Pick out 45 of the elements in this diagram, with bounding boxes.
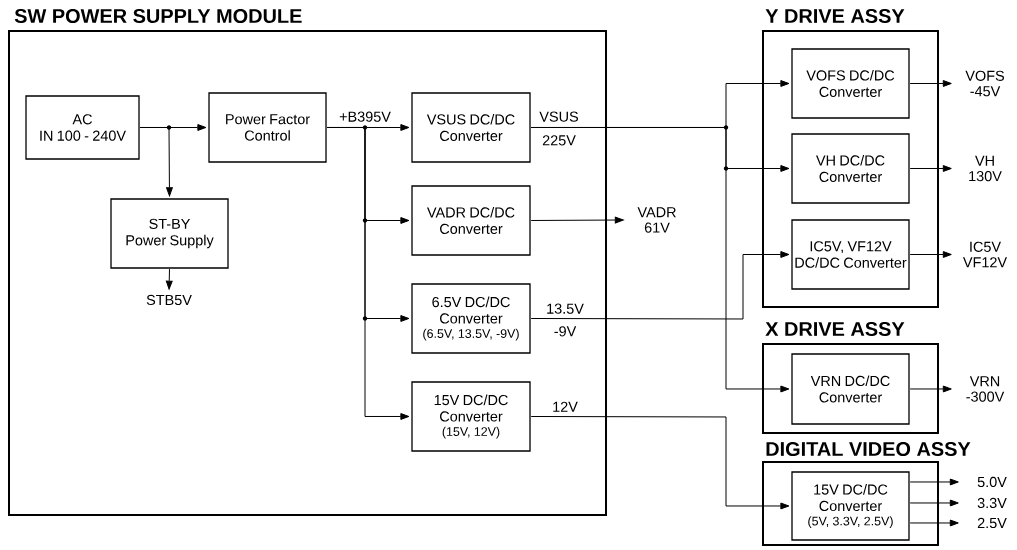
arrow	[326, 127, 410, 420]
voltage-label: 225V	[542, 135, 576, 146]
output-label: 2.5V	[977, 517, 1007, 529]
arrow	[165, 268, 173, 290]
voltage-label: +B395V	[339, 111, 391, 122]
converter-box: AC IN 100 - 240V	[25, 95, 140, 160]
output-label: VOFS -45V	[965, 70, 1004, 97]
arrow	[139, 127, 173, 197]
converter-box: 15V DC/DC Converter (5V, 3.3V, 2.5V)	[791, 471, 910, 541]
voltage-label: 12V	[553, 401, 578, 412]
arrow	[909, 80, 952, 87]
output-label: 3.3V	[977, 497, 1007, 509]
voltage-label: -9V	[554, 326, 577, 337]
converter-box: ST-BY Power Supply	[110, 198, 229, 269]
output-label: VADR 61V	[637, 207, 676, 233]
output-label: STB5V	[146, 294, 192, 306]
output-label: VH 130V	[969, 155, 1002, 182]
output-label: IC5V VF12V	[963, 241, 1007, 268]
output-label: VRN -300V	[966, 376, 1005, 402]
converter-box: VADR DC/DC Converter	[411, 185, 531, 256]
arrow	[530, 216, 624, 224]
arrow	[909, 519, 959, 527]
arrow	[530, 127, 790, 393]
assembly-heading: DIGITAL VIDEO ASSY	[766, 441, 971, 457]
arrow	[909, 478, 959, 486]
arrow	[530, 251, 790, 320]
converter-box: VRN DC/DC Converter	[791, 353, 910, 425]
converter-box: VSUS DC/DC Converter	[411, 92, 531, 163]
converter-box: VOFS DC/DC Converter	[791, 48, 910, 119]
assembly-heading: X DRIVE ASSY	[765, 321, 905, 337]
arrow	[909, 499, 959, 507]
assembly-heading: SW POWER SUPPLY MODULE	[14, 8, 302, 24]
converter-box: IC5V, VF12V DC/DC Converter	[791, 219, 910, 290]
output-label: 5.0V	[977, 476, 1007, 488]
voltage-label: 13.5V	[547, 303, 584, 314]
converter-box: 15V DC/DC Converter (15V, 12V)	[411, 381, 531, 452]
voltage-label: VSUS	[539, 111, 578, 122]
arrow	[909, 385, 952, 393]
converter-box: 6.5V DC/DC Converter (6.5V, 13.5V, -9V)	[411, 283, 531, 354]
arrow	[530, 416, 790, 510]
arrow	[909, 251, 952, 258]
arrow	[909, 165, 952, 172]
assembly-heading: Y DRIVE ASSY	[765, 8, 905, 24]
converter-box: VH DC/DC Converter	[791, 133, 910, 204]
converter-box: Power Factor Control	[208, 92, 327, 163]
